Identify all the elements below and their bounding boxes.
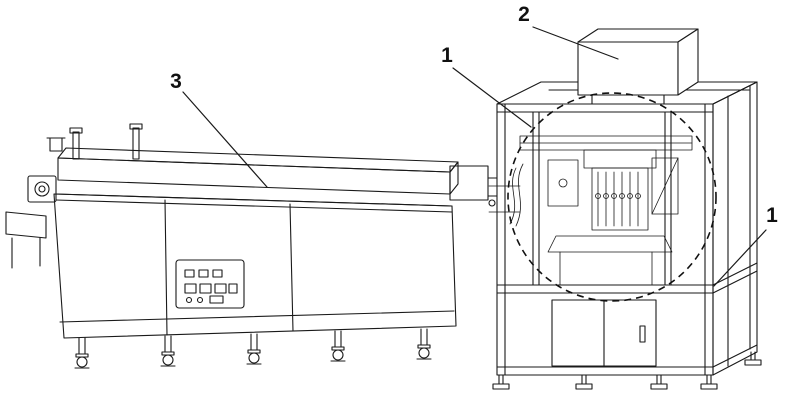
panel-display	[209, 295, 224, 304]
lid-post-cap	[69, 127, 83, 134]
outfeed-tray	[5, 211, 47, 239]
caster-wheel	[332, 349, 344, 361]
cable-hose	[509, 167, 517, 225]
conveyor-base-rail	[59, 310, 455, 323]
foot-pad	[650, 383, 668, 390]
conveyor-machine	[5, 123, 498, 369]
internal-mechanism	[488, 135, 693, 286]
panel-button	[199, 283, 212, 294]
carriage-top-plate	[583, 149, 657, 169]
leader-line-1-top	[452, 67, 532, 128]
roller	[611, 193, 617, 199]
conveyor-lid-front-face	[57, 157, 451, 195]
lid-post-cap	[129, 123, 143, 130]
drive-pulley	[34, 181, 50, 197]
detail-highlight-circle	[507, 92, 717, 302]
callout-label-2: 2	[518, 3, 530, 26]
caster-wheel	[162, 354, 174, 366]
frame-front-face	[496, 103, 714, 376]
caster-wheel	[418, 347, 430, 359]
leader-line-2	[532, 26, 619, 60]
left-unit	[547, 159, 579, 207]
foot-pad	[744, 359, 762, 366]
cable-hose	[515, 163, 524, 227]
conveyor-panel-divider	[289, 203, 294, 332]
callout-label-3: 3	[170, 70, 182, 93]
panel-button	[184, 283, 197, 294]
top-box	[577, 28, 699, 105]
conveyor-body	[53, 193, 457, 339]
drive-shaft	[38, 185, 46, 193]
callout-label-1-top: 1	[441, 44, 453, 67]
caster-wheel	[76, 356, 88, 368]
panel-button	[184, 269, 195, 278]
leader-line-1-right	[713, 229, 767, 287]
panel-indicator	[185, 296, 193, 304]
callout-label-1-right: 1	[766, 204, 778, 227]
conveyor-slot-line	[55, 199, 453, 213]
left-end-drive	[5, 175, 57, 269]
panel-button	[214, 283, 227, 294]
panel-button	[212, 269, 223, 278]
transfer-bridge	[449, 165, 498, 207]
bridge-housing	[449, 165, 489, 201]
lid-post	[72, 131, 80, 160]
lid-chimney	[49, 137, 63, 152]
right-unit	[651, 157, 679, 215]
conveyor-legs	[74, 328, 432, 369]
callouts: 3 1 2 1	[170, 3, 778, 287]
panel-button	[228, 283, 238, 294]
right-unit-brace	[651, 157, 679, 215]
machine-feet	[492, 351, 762, 390]
panel-indicator	[196, 296, 204, 304]
left-unit-roller	[558, 178, 568, 188]
tooling-head	[591, 167, 649, 231]
lid-post	[132, 127, 140, 160]
conveyor-panel-divider	[164, 199, 168, 336]
bridge-roller	[488, 199, 496, 207]
foot-pad	[492, 383, 510, 390]
roller	[595, 193, 601, 199]
foot-pad	[700, 383, 718, 390]
assembly-machine	[488, 28, 762, 390]
lower-cabinet	[551, 299, 657, 367]
drive-housing	[27, 175, 57, 203]
conveyor-lid-end-cap	[449, 161, 459, 195]
door-handle[interactable]	[639, 325, 646, 343]
control-panel	[175, 259, 245, 309]
roller	[619, 193, 625, 199]
lid-posts	[46, 123, 143, 160]
top-box-right-face	[677, 28, 699, 96]
foot-pad	[575, 383, 593, 390]
roller	[635, 193, 641, 199]
leader-line-3	[182, 91, 268, 188]
roller	[627, 193, 633, 199]
panel-button	[198, 269, 209, 278]
roller	[603, 193, 609, 199]
work-table	[547, 235, 673, 253]
caster-wheel	[248, 352, 260, 364]
